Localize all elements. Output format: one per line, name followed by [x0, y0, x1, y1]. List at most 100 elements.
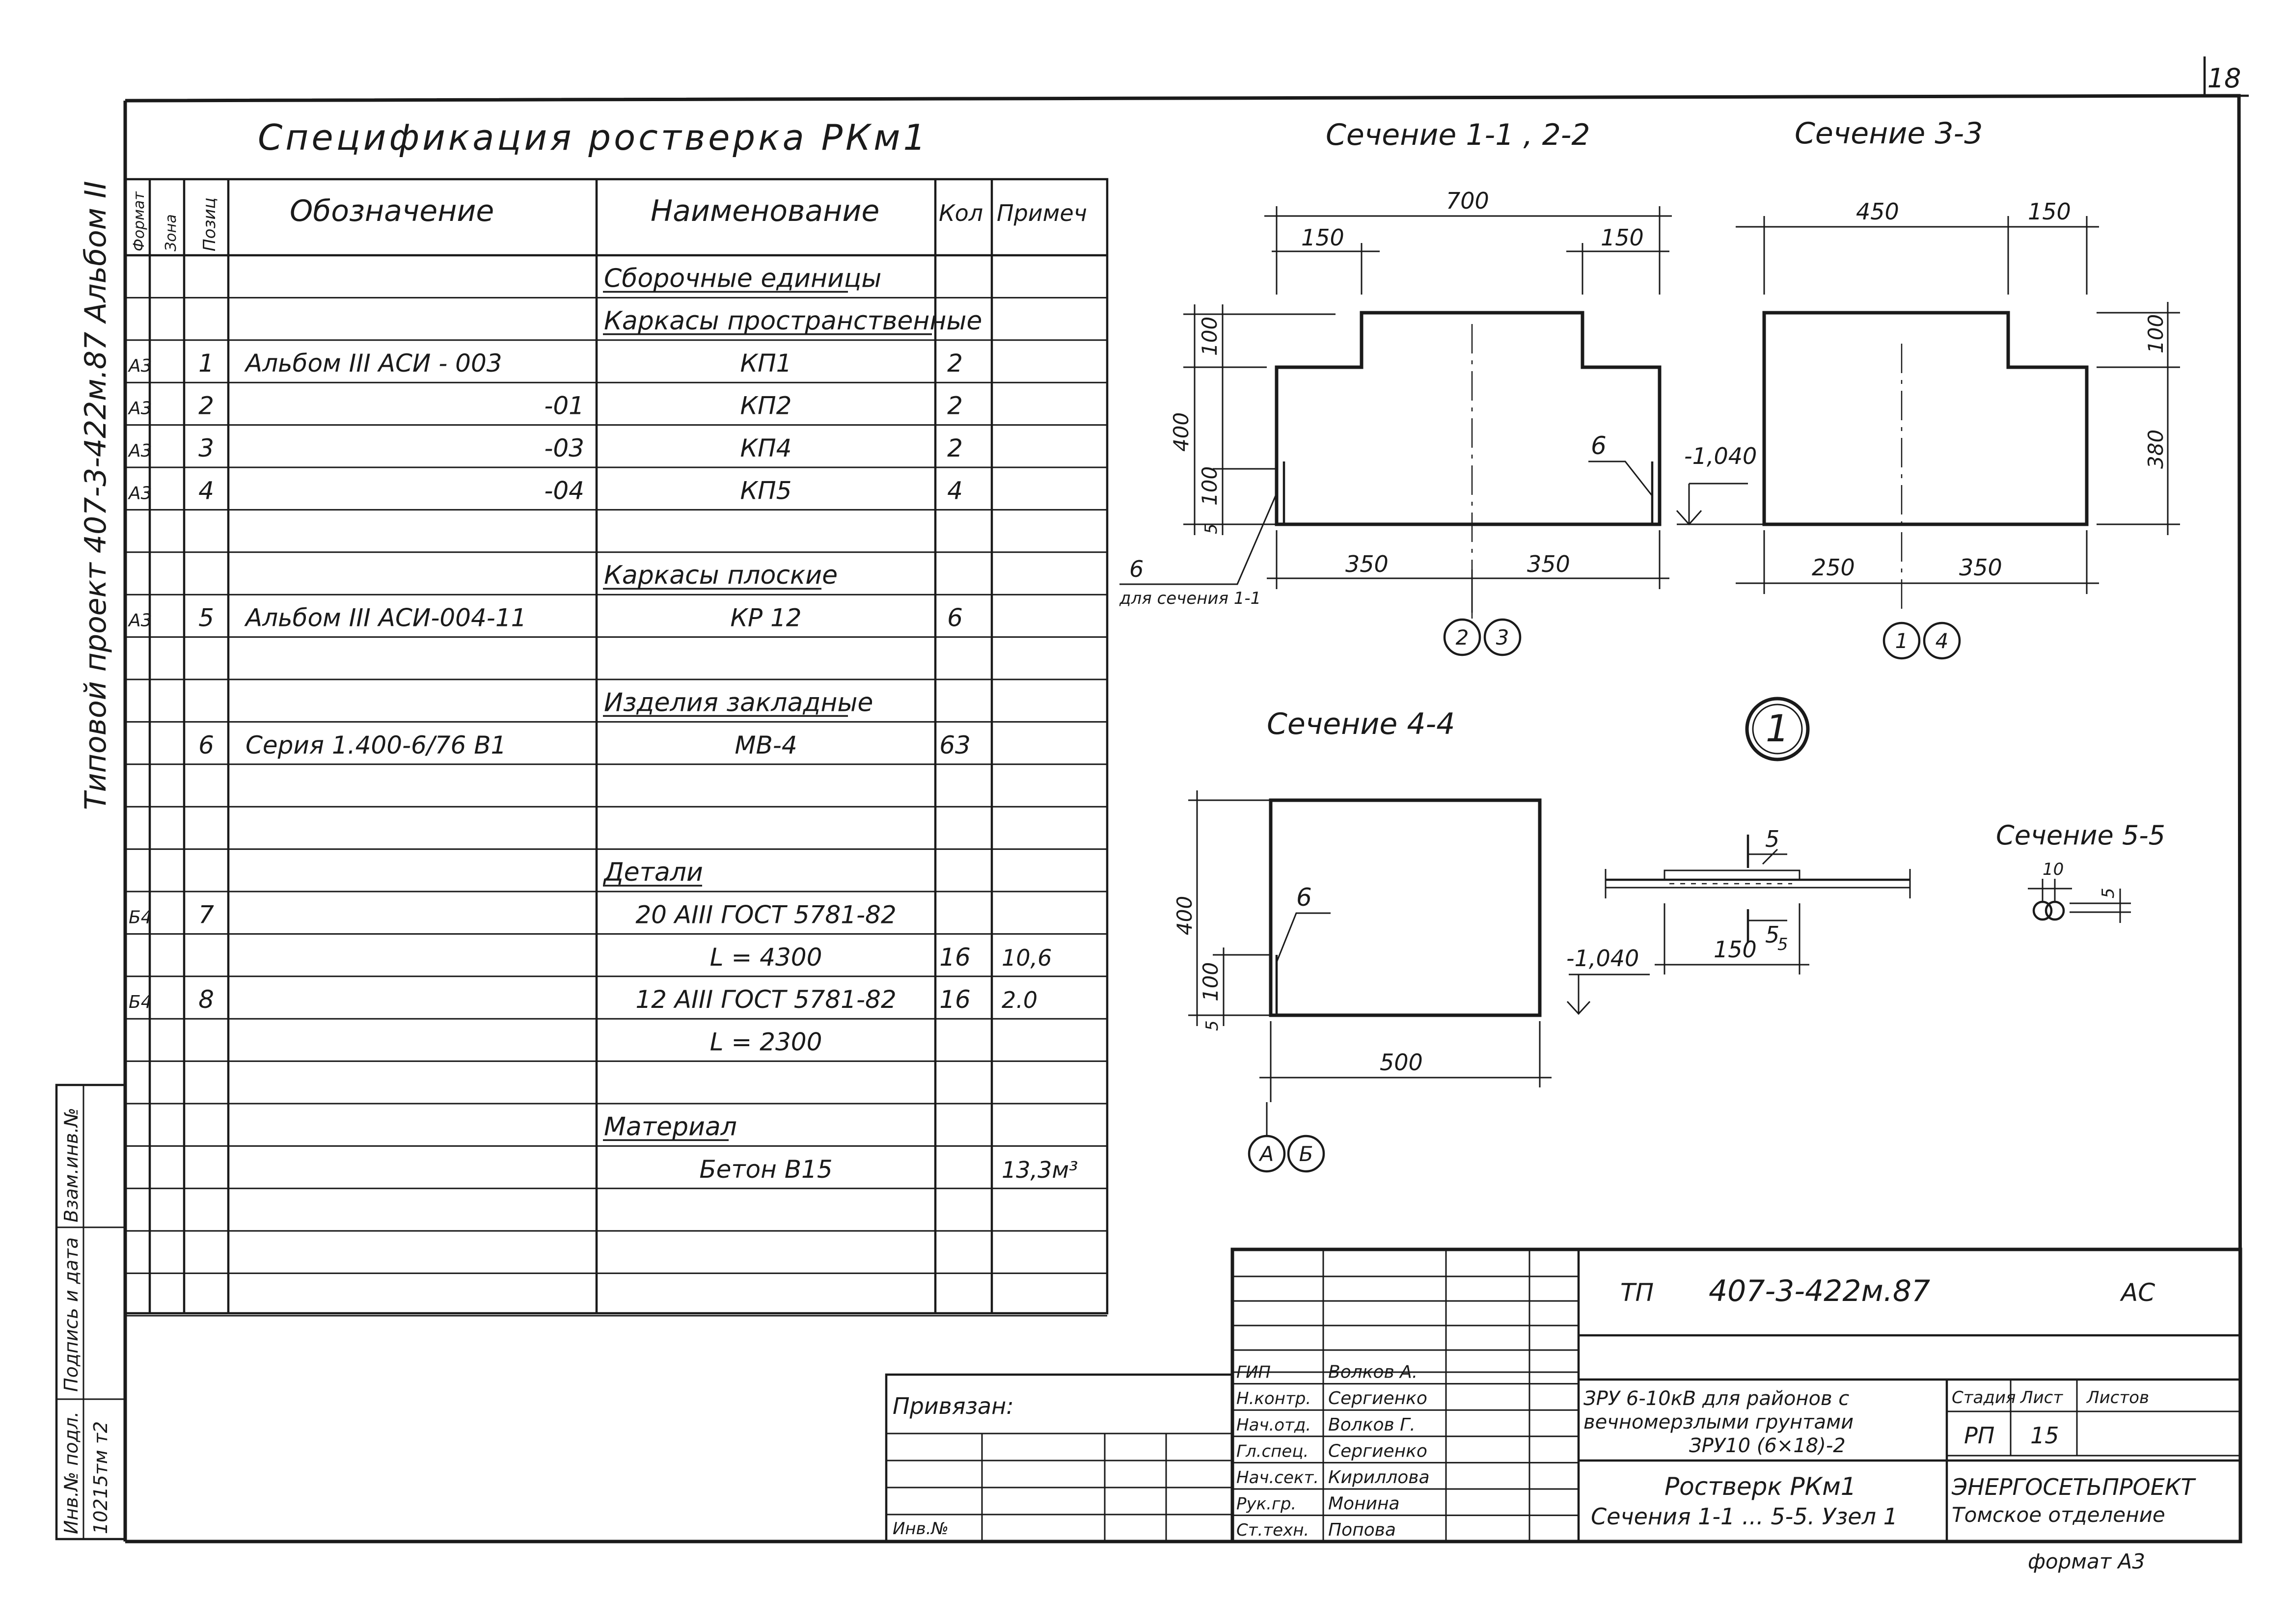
section-1-1: Сечение 1-1 , 2-2 700 150 150 400 100 10… — [1119, 118, 1672, 656]
spec-pos: 1 — [198, 349, 214, 378]
axis-4: 4 — [1936, 629, 1949, 653]
spec-format: А3 — [128, 356, 152, 376]
side-stamp: Типовой проект 407-3-422м.87 Альбом II — [79, 181, 113, 810]
spec-name: КР 12 — [730, 604, 801, 632]
spec-format: А3 — [128, 399, 152, 419]
spec-name: КП2 — [740, 392, 792, 420]
dim-5: 5 — [1201, 523, 1221, 534]
cut-5-top: 5 — [1765, 826, 1779, 852]
spec-format: Б4 — [129, 992, 152, 1012]
spec-qty: 4 — [947, 476, 963, 505]
node-1-detail: 5 5 150 5 -1,040 — [1566, 826, 1911, 1015]
tb-role: Рук.гр. — [1236, 1494, 1296, 1514]
spec-designation: Альбом III АСИ-004-11 — [244, 604, 526, 632]
spec-qty: 63 — [939, 731, 971, 759]
tb-code: ТП — [1620, 1278, 1654, 1307]
tb-role: Нач.сект. — [1236, 1468, 1319, 1488]
spec-pos: 3 — [198, 434, 214, 462]
spec-name: Материал — [604, 1112, 737, 1141]
spec-designation: -04 — [544, 476, 584, 505]
tb-person: Волков Г. — [1328, 1415, 1416, 1435]
tb-stage: РП — [1964, 1422, 1994, 1449]
dim-5-44: 5 — [1202, 1020, 1222, 1031]
tb-drawing-1: Ростверк РКм1 — [1664, 1472, 1856, 1501]
axis-2: 2 — [1456, 625, 1469, 650]
section-5-5-title: Сечение 5-5 — [1996, 820, 2165, 851]
dim-350-right: 350 — [1527, 551, 1570, 577]
tb-org2: Томское отделение — [1952, 1503, 2165, 1527]
dim-450: 450 — [1856, 198, 1899, 225]
spec-qty: 16 — [939, 985, 971, 1014]
tb-drawing-2: Сечения 1-1 ... 5-5. Узел 1 — [1591, 1503, 1898, 1530]
tb-person: Попова — [1328, 1520, 1396, 1540]
tb-sheet: 15 — [2030, 1422, 2059, 1449]
section-4-4: Сечение 4-4 400 100 5 6 500 А Б — [1173, 707, 1552, 1173]
tb-person: Кириллова — [1328, 1467, 1430, 1488]
spec-pos: 7 — [198, 900, 214, 929]
header-designation: Обозначение — [290, 194, 494, 228]
title-block: ТП 407-3-422м.87 АС ЗРУ 6-10кВ для район… — [1230, 1247, 2242, 1543]
dim-350-33: 350 — [1959, 554, 2002, 581]
bound-label: Привязан: — [893, 1393, 1014, 1419]
mark-6-left-note: для сечения 1-1 — [1119, 589, 1261, 608]
spec-note: 2.0 — [1002, 987, 1037, 1013]
section-3-3: Сечение 3-3 450 150 100 380 -1,040 250 3… — [1676, 116, 2180, 660]
bound-inv-label: Инв.№ — [893, 1519, 949, 1539]
tb-person: Волков А. — [1328, 1362, 1418, 1382]
mark-6-44: 6 — [1296, 883, 1312, 912]
spec-designation: Альбом III АСИ - 003 — [244, 349, 502, 378]
spec-qty: 2 — [947, 349, 963, 378]
level-node: -1,040 — [1566, 945, 1639, 972]
sheet-frame: 18 формат А3 — [123, 56, 2249, 1573]
spec-designation: -01 — [544, 392, 584, 420]
dim-250: 250 — [1812, 554, 1855, 581]
left-stamp: Взам.инв.№ Подпись и дата Инв.№ подл. 10… — [55, 1083, 127, 1541]
spec-qty: 16 — [939, 943, 971, 972]
header-qty: Кол — [939, 200, 983, 226]
spec-name: Каркасы плоские — [604, 561, 838, 590]
spec-name: 20 АIII ГОСТ 5781-82 — [635, 900, 896, 929]
tb-org1: ЭНЕРГОСЕТЬПРОЕКТ — [1951, 1474, 2196, 1500]
spec-format: А3 — [128, 611, 152, 631]
spec-qty: 2 — [947, 434, 963, 462]
section-3-3-title: Сечение 3-3 — [1795, 116, 1983, 151]
tb-project-3: ЗРУ10 (6×18)-2 — [1689, 1435, 1846, 1457]
tb-person: Сергиенко — [1328, 1441, 1427, 1461]
sign-label: Подпись и дата — [60, 1237, 82, 1392]
dim-10-55: 10 — [2043, 860, 2064, 879]
axis-A: А — [1258, 1142, 1274, 1166]
spec-format: А3 — [128, 483, 152, 503]
tb-person: Монина — [1328, 1494, 1400, 1514]
axis-1: 1 — [1895, 629, 1909, 653]
dim-150-right: 150 — [1601, 224, 1644, 251]
dim-5-55: 5 — [2099, 888, 2118, 898]
tb-sheets-label: Листов — [2086, 1388, 2149, 1407]
spec-name: КП1 — [740, 349, 792, 378]
tb-sheet-label: Лист — [2019, 1388, 2063, 1407]
dim-350-left: 350 — [1345, 551, 1389, 577]
spec-note: 10,6 — [1002, 945, 1052, 971]
spec-name: МВ-4 — [735, 731, 797, 759]
header-zone: Зона — [163, 214, 180, 251]
spec-pos: 6 — [198, 731, 214, 759]
section-4-4-title: Сечение 4-4 — [1267, 707, 1455, 741]
spec-table: Формат Зона Позиц Обозначение Наименован… — [124, 178, 1109, 1317]
spec-format: А3 — [128, 441, 152, 461]
inv-value: 10215тм т2 — [90, 1421, 111, 1534]
spec-pos: 4 — [198, 476, 214, 505]
tb-role: Ст.техн. — [1236, 1520, 1309, 1540]
spec-name: Изделия закладные — [604, 688, 873, 717]
tb-role: ГИП — [1236, 1363, 1271, 1382]
header-name: Наименование — [651, 194, 879, 228]
spec-title: Спецификация ростверка РКм1 — [258, 117, 928, 158]
bound-block: Привязан: Инв.№ — [885, 1373, 1234, 1543]
tb-person: Сергиенко — [1328, 1388, 1427, 1408]
mark-6-left: 6 — [1129, 556, 1144, 582]
spec-name: 12 АIII ГОСТ 5781-82 — [635, 985, 896, 1014]
node-1-label: 1 — [1766, 706, 1789, 750]
gap-5-node: 5 — [1777, 935, 1788, 954]
dim-100-44: 100 — [1199, 962, 1223, 1001]
dim-100-bottom: 100 — [1198, 466, 1222, 506]
